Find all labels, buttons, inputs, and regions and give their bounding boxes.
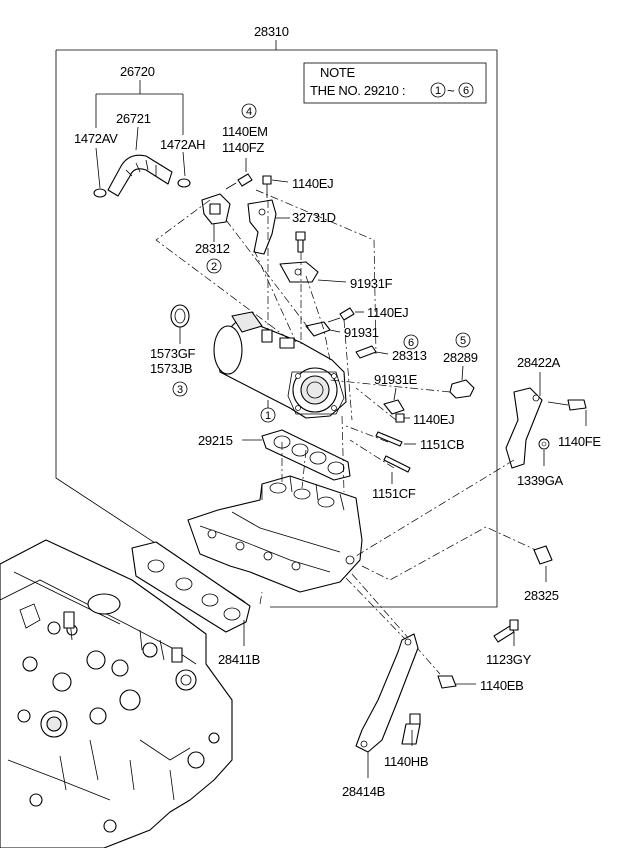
callout-2: 2 <box>211 261 217 273</box>
label-28411B: 28411B <box>218 652 260 667</box>
label-1140EJ-b: 1140EJ <box>367 305 408 320</box>
gasket-28411B: 28411B <box>131 541 260 667</box>
callout-1: 1 <box>265 410 271 422</box>
label-91931: 91931 <box>344 325 379 340</box>
label-1140EJ-a: 1140EJ <box>292 176 333 191</box>
stay-28414B: 1140HB 28414B <box>342 577 429 799</box>
bracket-32731D: 32731D <box>247 199 336 255</box>
intake-manifold <box>187 475 363 593</box>
label-1140FE: 1140FE <box>558 434 601 449</box>
label-91931E: 91931E <box>374 372 418 387</box>
label-28289: 28289 <box>443 350 478 365</box>
reference-lines <box>155 189 397 605</box>
label-1140EB: 1140EB <box>480 678 524 693</box>
throttle-body-29210: 1 <box>213 311 347 423</box>
label-28414B: 28414B <box>342 784 385 799</box>
seal-1573GF: 1573GF 1573JB 3 <box>150 304 196 397</box>
gasket-29215: 29215 <box>198 429 351 481</box>
label-26720: 26720 <box>120 64 155 79</box>
gasket-91931F: 91931F <box>279 261 393 291</box>
note-range-start: 1 <box>435 85 441 97</box>
callout-6: 6 <box>408 337 414 349</box>
label-1123GY: 1123GY <box>486 652 532 667</box>
clamp-1472AV <box>93 188 107 198</box>
label-1151CF: 1151CF <box>372 486 416 501</box>
gasket-91931: 91931 <box>305 321 379 340</box>
note-range-sep: ~ <box>447 83 455 98</box>
bolt-1140EJ-low: 1140EJ <box>395 412 455 427</box>
label-28313: 28313 <box>392 348 427 363</box>
label-28422A: 28422A <box>517 355 561 370</box>
label-28312: 28312 <box>195 241 230 256</box>
callout-5: 5 <box>460 335 466 347</box>
label-26721: 26721 <box>116 111 151 126</box>
callout-3: 3 <box>177 384 183 396</box>
valve-28289: 5 28289 <box>329 332 478 399</box>
sensor-28325: 28325 <box>361 526 559 603</box>
bracket-28422A: 28422A 1140FE 1339GA <box>355 355 602 557</box>
label-1339GA: 1339GA <box>517 473 564 488</box>
hose-26721 <box>107 154 173 197</box>
label-28310: 28310 <box>254 24 289 39</box>
note-text: THE NO. 29210 : <box>310 83 405 98</box>
label-1151CB: 1151CB <box>420 437 464 452</box>
label-1140EJ-c: 1140EJ <box>413 412 454 427</box>
label-32731D: 32731D <box>292 210 336 225</box>
bolt-1123GY: 1123GY <box>486 619 532 667</box>
label-1140EM: 1140EM <box>222 124 268 139</box>
label-1140FZ: 1140FZ <box>222 140 264 155</box>
note-box: NOTE THE NO. 29210 : 1 ~ 6 <box>303 62 487 104</box>
callout-4: 4 <box>246 106 252 118</box>
sensor-28312: 28312 2 <box>195 193 231 274</box>
bolt-1140EJ-top: 1140EJ <box>262 175 334 198</box>
label-1140HB: 1140HB <box>384 754 428 769</box>
gasket-91931E: 91931E <box>374 372 418 415</box>
label-28325: 28325 <box>524 588 559 603</box>
stud-1151CB: 1151CB <box>375 431 465 452</box>
label-1472AV: 1472AV <box>74 131 118 146</box>
engine-block <box>0 539 233 848</box>
stud-1151CF: 1151CF <box>372 455 416 501</box>
bolt-1140EJ-mid: 1140EJ <box>327 305 409 323</box>
hose-group: 26720 26721 1472AV 1472AH <box>74 64 205 198</box>
note-range-end: 6 <box>463 85 469 97</box>
pipe-28313: 6 28313 <box>355 334 427 363</box>
clamp-1472AH <box>177 178 191 188</box>
bolt-1140EM: 4 1140EM 1140FZ <box>222 103 268 190</box>
label-1573JB: 1573JB <box>150 361 192 376</box>
label-29215: 29215 <box>198 433 233 448</box>
label-1472AH: 1472AH <box>160 137 205 152</box>
label-91931F: 91931F <box>350 276 393 291</box>
label-1573GF: 1573GF <box>150 346 196 361</box>
note-title: NOTE <box>320 65 356 80</box>
bolt-center <box>295 231 306 253</box>
bolt-1140EB: 1140EB <box>351 573 524 693</box>
